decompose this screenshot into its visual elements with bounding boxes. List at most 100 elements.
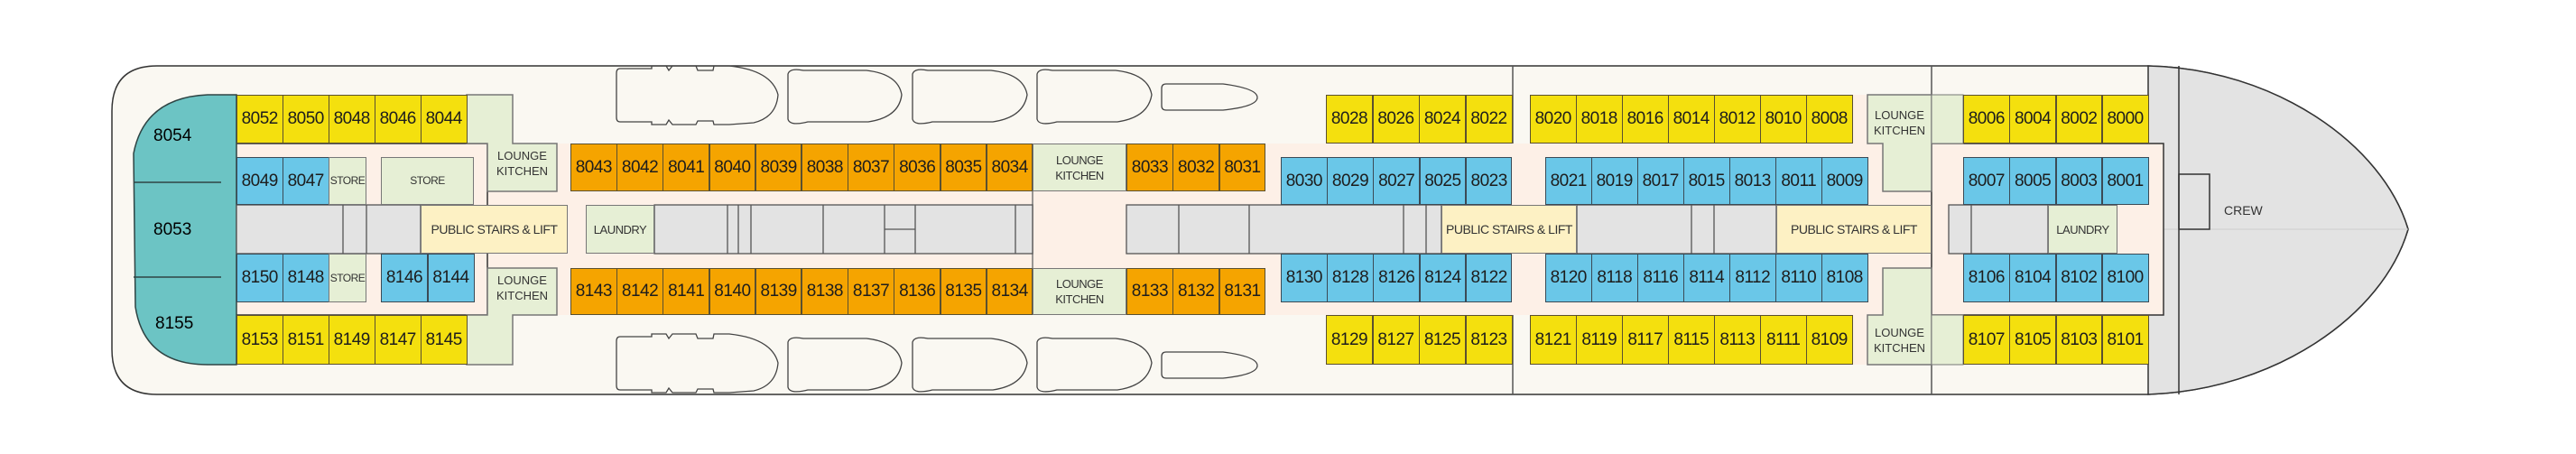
- cabin-8101[interactable]: 8101: [2101, 315, 2149, 365]
- cabin-8129[interactable]: 8129: [1326, 315, 1373, 365]
- cabin-8137[interactable]: 8137: [848, 268, 894, 315]
- cabin-8147[interactable]: 8147: [375, 315, 422, 365]
- cabin-8011[interactable]: 8011: [1775, 157, 1822, 205]
- cabin-8031[interactable]: 8031: [1219, 144, 1266, 191]
- cabin-8144[interactable]: 8144: [427, 254, 475, 302]
- cabin-8122[interactable]: 8122: [1465, 254, 1513, 302]
- cabin-8111[interactable]: 8111: [1760, 315, 1807, 365]
- cabin-8116[interactable]: 8116: [1637, 254, 1684, 302]
- cabin-8012[interactable]: 8012: [1714, 95, 1761, 144]
- cabin-8115[interactable]: 8115: [1668, 315, 1715, 365]
- cabin-8118[interactable]: 8118: [1591, 254, 1638, 302]
- cabin-8054[interactable]: 8054: [153, 126, 192, 145]
- cabin-8033[interactable]: 8033: [1126, 144, 1173, 191]
- cabin-8018[interactable]: 8018: [1576, 95, 1623, 144]
- cabin-8052[interactable]: 8052: [236, 95, 283, 144]
- cabin-8155[interactable]: 8155: [155, 314, 194, 333]
- cabin-8053[interactable]: 8053: [153, 220, 192, 239]
- cabin-8007[interactable]: 8007: [1963, 157, 2010, 205]
- cabin-8141[interactable]: 8141: [663, 268, 710, 315]
- cabin-8132[interactable]: 8132: [1172, 268, 1220, 315]
- cabin-8037[interactable]: 8037: [848, 144, 894, 191]
- cabin-8040[interactable]: 8040: [709, 144, 756, 191]
- cabin-8149[interactable]: 8149: [329, 315, 375, 365]
- cabin-8000[interactable]: 8000: [2101, 95, 2149, 144]
- cabin-8026[interactable]: 8026: [1372, 95, 1420, 144]
- cabin-8030[interactable]: 8030: [1281, 157, 1328, 205]
- cabin-8042[interactable]: 8042: [616, 144, 663, 191]
- cabin-8038[interactable]: 8038: [802, 144, 848, 191]
- cabin-8113[interactable]: 8113: [1714, 315, 1761, 365]
- cabin-8145[interactable]: 8145: [421, 315, 468, 365]
- cabin-8119[interactable]: 8119: [1576, 315, 1623, 365]
- cabin-8022[interactable]: 8022: [1465, 95, 1513, 144]
- cabin-8107[interactable]: 8107: [1963, 315, 2010, 365]
- cabin-8004[interactable]: 8004: [2009, 95, 2056, 144]
- cabin-8008[interactable]: 8008: [1806, 95, 1853, 144]
- cabin-8109[interactable]: 8109: [1806, 315, 1853, 365]
- cabin-8036[interactable]: 8036: [894, 144, 941, 191]
- cabin-8048[interactable]: 8048: [329, 95, 375, 144]
- cabin-8124[interactable]: 8124: [1419, 254, 1467, 302]
- public-stairs-lift-mid[interactable]: PUBLIC STAIRS & LIFT: [1441, 205, 1577, 254]
- cabin-8009[interactable]: 8009: [1821, 157, 1868, 205]
- cabin-8138[interactable]: 8138: [802, 268, 848, 315]
- cabin-8032[interactable]: 8032: [1172, 144, 1220, 191]
- cabin-8044[interactable]: 8044: [421, 95, 468, 144]
- cabin-8013[interactable]: 8013: [1729, 157, 1776, 205]
- cabin-8150[interactable]: 8150: [236, 254, 283, 302]
- cabin-8120[interactable]: 8120: [1545, 254, 1592, 302]
- cabin-8049[interactable]: 8049: [236, 157, 283, 205]
- public-stairs-lift-aft[interactable]: PUBLIC STAIRS & LIFT: [421, 205, 568, 254]
- cabin-8019[interactable]: 8019: [1591, 157, 1638, 205]
- cabin-8151[interactable]: 8151: [283, 315, 329, 365]
- cabin-8016[interactable]: 8016: [1622, 95, 1669, 144]
- cabin-8136[interactable]: 8136: [894, 268, 941, 315]
- cabin-8142[interactable]: 8142: [616, 268, 663, 315]
- cabin-8041[interactable]: 8041: [663, 144, 710, 191]
- cabin-8002[interactable]: 8002: [2055, 95, 2103, 144]
- cabin-8023[interactable]: 8023: [1465, 157, 1513, 205]
- cabin-8128[interactable]: 8128: [1327, 254, 1374, 302]
- cabin-8028[interactable]: 8028: [1326, 95, 1373, 144]
- cabin-8003[interactable]: 8003: [2055, 157, 2103, 205]
- cabin-8110[interactable]: 8110: [1775, 254, 1822, 302]
- cabin-8034[interactable]: 8034: [986, 144, 1033, 191]
- cabin-8125[interactable]: 8125: [1419, 315, 1466, 365]
- cabin-8010[interactable]: 8010: [1760, 95, 1807, 144]
- cabin-8103[interactable]: 8103: [2055, 315, 2103, 365]
- cabin-8020[interactable]: 8020: [1530, 95, 1577, 144]
- cabin-8121[interactable]: 8121: [1530, 315, 1577, 365]
- cabin-8024[interactable]: 8024: [1419, 95, 1466, 144]
- cabin-8035[interactable]: 8035: [940, 144, 987, 191]
- cabin-8146[interactable]: 8146: [381, 254, 428, 302]
- cabin-8114[interactable]: 8114: [1683, 254, 1730, 302]
- cabin-8001[interactable]: 8001: [2101, 157, 2149, 205]
- cabin-8050[interactable]: 8050: [283, 95, 329, 144]
- cabin-8015[interactable]: 8015: [1683, 157, 1730, 205]
- cabin-8047[interactable]: 8047: [283, 157, 329, 205]
- cabin-8005[interactable]: 8005: [2009, 157, 2056, 205]
- cabin-8123[interactable]: 8123: [1465, 315, 1513, 365]
- cabin-8100[interactable]: 8100: [2101, 254, 2149, 302]
- cabin-8127[interactable]: 8127: [1372, 315, 1420, 365]
- cabin-8148[interactable]: 8148: [283, 254, 329, 302]
- cabin-8043[interactable]: 8043: [570, 144, 617, 191]
- cabin-8133[interactable]: 8133: [1126, 268, 1173, 315]
- cabin-8130[interactable]: 8130: [1281, 254, 1328, 302]
- cabin-8021[interactable]: 8021: [1545, 157, 1592, 205]
- cabin-8014[interactable]: 8014: [1668, 95, 1715, 144]
- cabin-8039[interactable]: 8039: [755, 144, 802, 191]
- cabin-8106[interactable]: 8106: [1963, 254, 2010, 302]
- cabin-8046[interactable]: 8046: [375, 95, 422, 144]
- cabin-8027[interactable]: 8027: [1373, 157, 1421, 205]
- cabin-8105[interactable]: 8105: [2009, 315, 2056, 365]
- cabin-8112[interactable]: 8112: [1729, 254, 1776, 302]
- cabin-8102[interactable]: 8102: [2055, 254, 2103, 302]
- cabin-8126[interactable]: 8126: [1373, 254, 1421, 302]
- cabin-8104[interactable]: 8104: [2009, 254, 2056, 302]
- cabin-8017[interactable]: 8017: [1637, 157, 1684, 205]
- cabin-8117[interactable]: 8117: [1622, 315, 1669, 365]
- cabin-8153[interactable]: 8153: [236, 315, 283, 365]
- cabin-8108[interactable]: 8108: [1821, 254, 1868, 302]
